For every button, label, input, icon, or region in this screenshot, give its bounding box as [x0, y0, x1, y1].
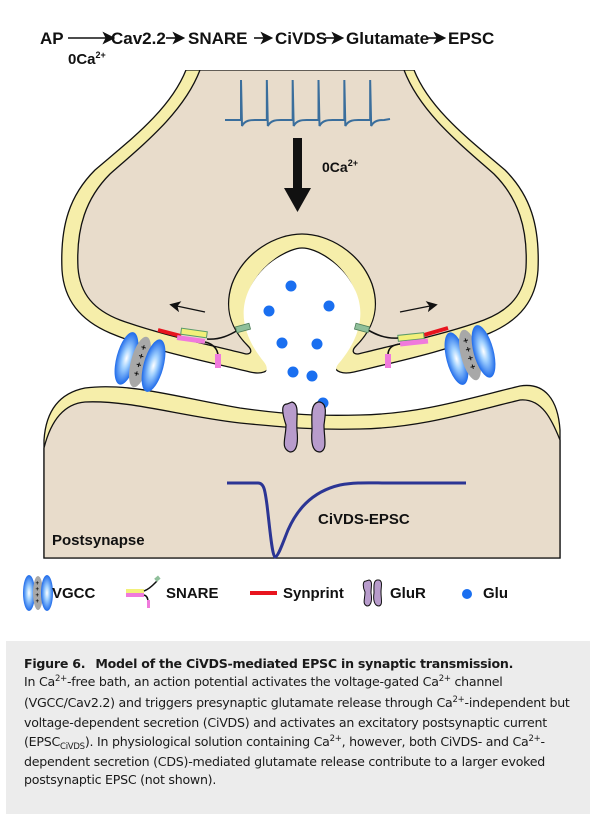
svg-text:+: + [464, 344, 472, 355]
action-potential-trace [225, 79, 391, 127]
legend-label-vgcc: VGCC [52, 585, 96, 602]
legend-label-snare: SNARE [166, 585, 219, 602]
vesicle-snare-right [353, 322, 371, 334]
caption-body: In Ca2+-free bath, an action potential a… [24, 674, 570, 787]
glutamate [287, 366, 299, 378]
caption-text-fragment: -free bath, an action potential activate… [67, 674, 439, 690]
pathway-step-glutamate: Glutamate [346, 29, 429, 48]
caption-title: Figure 6. Model of the CiVDS-mediated EPS… [24, 655, 578, 673]
glutamate-receptor [282, 401, 326, 453]
svg-text:+: + [135, 359, 143, 370]
snare-left-syntaxin [180, 327, 208, 339]
svg-text:+: + [133, 368, 141, 379]
pathway-condition: 0Ca2+ [68, 50, 106, 68]
svg-text:+: + [36, 587, 40, 593]
legend-item-synprint: Synprint [250, 585, 344, 602]
caption-text-fragment: CiVDS [60, 741, 85, 752]
legend-item-glur: GluR [362, 579, 426, 607]
vesicle-snare-left [234, 322, 252, 334]
caption-text-fragment: channel (VGCC/Cav2.2) and triggers presy… [24, 674, 503, 710]
svg-text:+: + [137, 351, 145, 362]
pathway-step-epsc: EPSC [448, 29, 494, 48]
caption-text-fragment: -dependent secretion (CDS)-mediated glut… [24, 733, 545, 788]
caption-text-fragment: ). In physiological solution containing … [84, 733, 330, 749]
caption-text-fragment: 2+ [438, 674, 451, 685]
caption-text-fragment: 2+ [452, 694, 465, 705]
snare-right-syntaxin [397, 332, 425, 342]
pathway-step-snare: SNARE [188, 29, 248, 48]
glu-icon [462, 589, 472, 599]
presynaptic-terminal [61, 52, 539, 380]
svg-text:+: + [469, 361, 477, 372]
glutamate [311, 338, 323, 350]
svg-text:+: + [36, 593, 40, 599]
legend: + + + + VGCC SNARE Synprint [23, 575, 508, 611]
legend-item-vgcc: + + + + VGCC [23, 575, 96, 611]
right-vgcc-snare-complex: + + + + [353, 322, 496, 385]
svg-text:+: + [462, 335, 470, 346]
pathway-step-ap: AP [40, 29, 64, 48]
glutamate [276, 337, 288, 349]
signaling-pathway: AP Cav2.2 SNARE CiVDS Glutamate EPSC 0Ca… [40, 29, 494, 68]
legend-item-glu: Glu [462, 585, 508, 602]
svg-text:+: + [36, 599, 40, 605]
epsc-trace: CiVDS-EPSC [227, 481, 466, 559]
snare-left-snap25 [176, 335, 206, 344]
svg-text:+: + [140, 342, 148, 353]
snare-right-snap25 [399, 338, 429, 347]
vgcc-icon: + + + + [23, 575, 53, 611]
glutamate [306, 370, 318, 382]
vgcc-left: + + + + [114, 332, 166, 392]
pathway-step-civds: CiVDS [275, 29, 327, 48]
legend-label-glur: GluR [390, 585, 426, 602]
figure-number: Figure 6. [24, 656, 86, 671]
left-movement-arrow [169, 301, 206, 313]
left-vgcc-snare-complex: + + + + [114, 322, 252, 392]
caption-text-fragment: In Ca [24, 674, 55, 690]
postsynapse-label: Postsynapse [52, 532, 145, 549]
postsynaptic-terminal [43, 384, 561, 559]
snare-icon [126, 575, 161, 608]
snare-right-synaptobrevin [385, 354, 391, 368]
caption-text-fragment: 2+ [528, 733, 541, 744]
synapse-diagram: AP Cav2.2 SNARE CiVDS Glutamate EPSC 0Ca… [23, 29, 561, 611]
glutamate [323, 300, 335, 312]
zero-calcium-label: 0Ca2+ [322, 158, 358, 175]
glutamate [285, 280, 297, 292]
vgcc-right: + + + + [444, 325, 496, 385]
legend-item-snare: SNARE [126, 575, 219, 608]
svg-text:+: + [36, 581, 40, 587]
glur-icon [362, 579, 382, 607]
legend-label-glu: Glu [483, 585, 508, 602]
right-movement-arrow [399, 301, 438, 313]
stimulus-arrow: 0Ca2+ [284, 138, 358, 212]
glutamate-molecules [263, 280, 335, 409]
legend-label-synprint: Synprint [283, 585, 344, 602]
caption-text-fragment: -independent but voltage-dependent secre… [24, 694, 570, 749]
caption-heading: Model of the CiVDS-mediated EPSC in syna… [95, 656, 514, 671]
synprint-left [157, 328, 182, 338]
figure-caption: Figure 6. Model of the CiVDS-mediated EPS… [6, 641, 590, 814]
svg-text:+: + [467, 352, 475, 363]
snare-left-synaptobrevin [215, 354, 221, 368]
caption-text-fragment: 2+ [329, 733, 342, 744]
synprint-right [423, 326, 449, 337]
glutamate [263, 305, 275, 317]
pathway-step-cav22: Cav2.2 [111, 29, 166, 48]
caption-text-fragment: 2+ [54, 674, 67, 685]
epsc-trace-label: CiVDS-EPSC [318, 511, 410, 528]
caption-text-fragment: , however, both CiVDS- and Ca [341, 733, 529, 749]
